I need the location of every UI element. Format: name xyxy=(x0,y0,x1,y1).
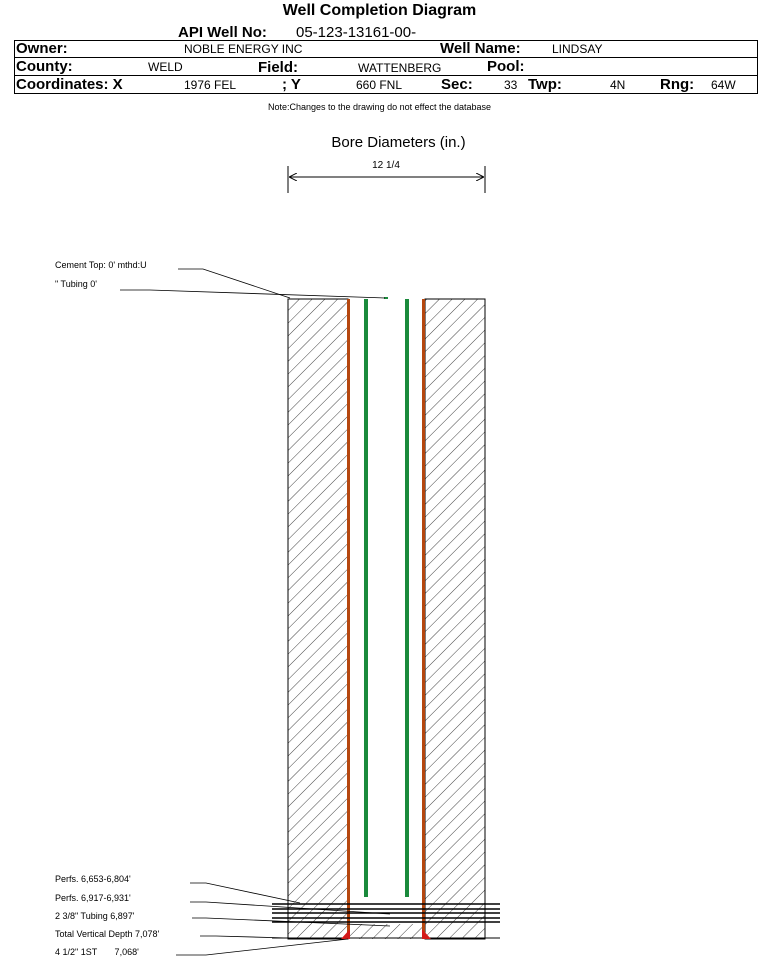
database-note: Note:Changes to the drawing do not effec… xyxy=(268,102,491,112)
cement-right xyxy=(424,298,486,940)
header-row-divider-1 xyxy=(14,57,758,58)
annotation-total-vertical-depth: Total Vertical Depth 7,078' xyxy=(55,929,160,939)
cement-plug-bottom xyxy=(348,924,425,939)
annotation-cement-top: Cement Top: 0' mthd:U xyxy=(55,260,147,270)
owner-value: NOBLE ENERGY INC xyxy=(184,42,303,56)
twp-label: Twp: xyxy=(528,76,562,93)
header-border-left xyxy=(14,40,15,93)
header-row-divider-2 xyxy=(14,75,758,76)
annotation-tubing-top: " Tubing 0' xyxy=(55,279,97,289)
rng-value: 64W xyxy=(711,78,736,92)
casing-shoe-left xyxy=(341,929,350,939)
county-label: County: xyxy=(16,58,73,75)
well-name-value: LINDSAY xyxy=(552,42,603,56)
api-well-value: 05-123-13161-00- xyxy=(296,24,417,41)
tubing-left xyxy=(364,299,368,897)
tubing-right xyxy=(405,299,409,897)
coordinates-x-label: Coordinates: X xyxy=(16,76,123,93)
casing-left xyxy=(347,299,350,939)
field-value: WATTENBERG xyxy=(358,61,442,75)
well-name-label: Well Name: xyxy=(440,40,521,57)
sec-label: Sec: xyxy=(441,76,473,93)
diagram-title: Well Completion Diagram xyxy=(282,2,477,19)
header-border-right xyxy=(757,40,758,93)
field-label: Field: xyxy=(258,59,298,76)
pool-label: Pool: xyxy=(487,58,525,75)
leader-lines-bottom xyxy=(176,882,391,956)
coordinates-y-value: 660 FNL xyxy=(356,78,403,92)
sec-value: 33 xyxy=(504,78,518,92)
annotation-casing: 4 1/2" 1ST 7,068' xyxy=(55,947,139,957)
coordinates-x-value: 1976 FEL xyxy=(184,78,237,92)
api-well-label: API Well No: xyxy=(178,24,267,41)
county-value: WELD xyxy=(148,60,183,74)
bore-diameters-title: Bore Diameters (in.) xyxy=(331,134,466,151)
bore-diameter-value: 12 1/4 xyxy=(372,160,400,171)
twp-value: 4N xyxy=(610,78,626,92)
leader-lines-top xyxy=(120,268,386,299)
rng-label: Rng: xyxy=(660,76,695,93)
owner-label: Owner: xyxy=(16,40,68,57)
coordinates-y-label: ; Y xyxy=(282,76,301,93)
bore-dimension-line xyxy=(287,166,486,193)
annotation-tubing-bottom: 2 3/8" Tubing 6,897' xyxy=(55,911,135,921)
annotation-perfs-1: Perfs. 6,653-6,804' xyxy=(55,874,131,884)
casing-right xyxy=(422,299,425,939)
perforation-lines xyxy=(272,903,500,923)
annotation-perfs-2: Perfs. 6,917-6,931' xyxy=(55,893,131,903)
header-border-bottom xyxy=(14,93,758,94)
casing-shoe-right xyxy=(422,929,431,939)
header-border-top xyxy=(14,40,758,41)
cement-left xyxy=(287,298,349,940)
